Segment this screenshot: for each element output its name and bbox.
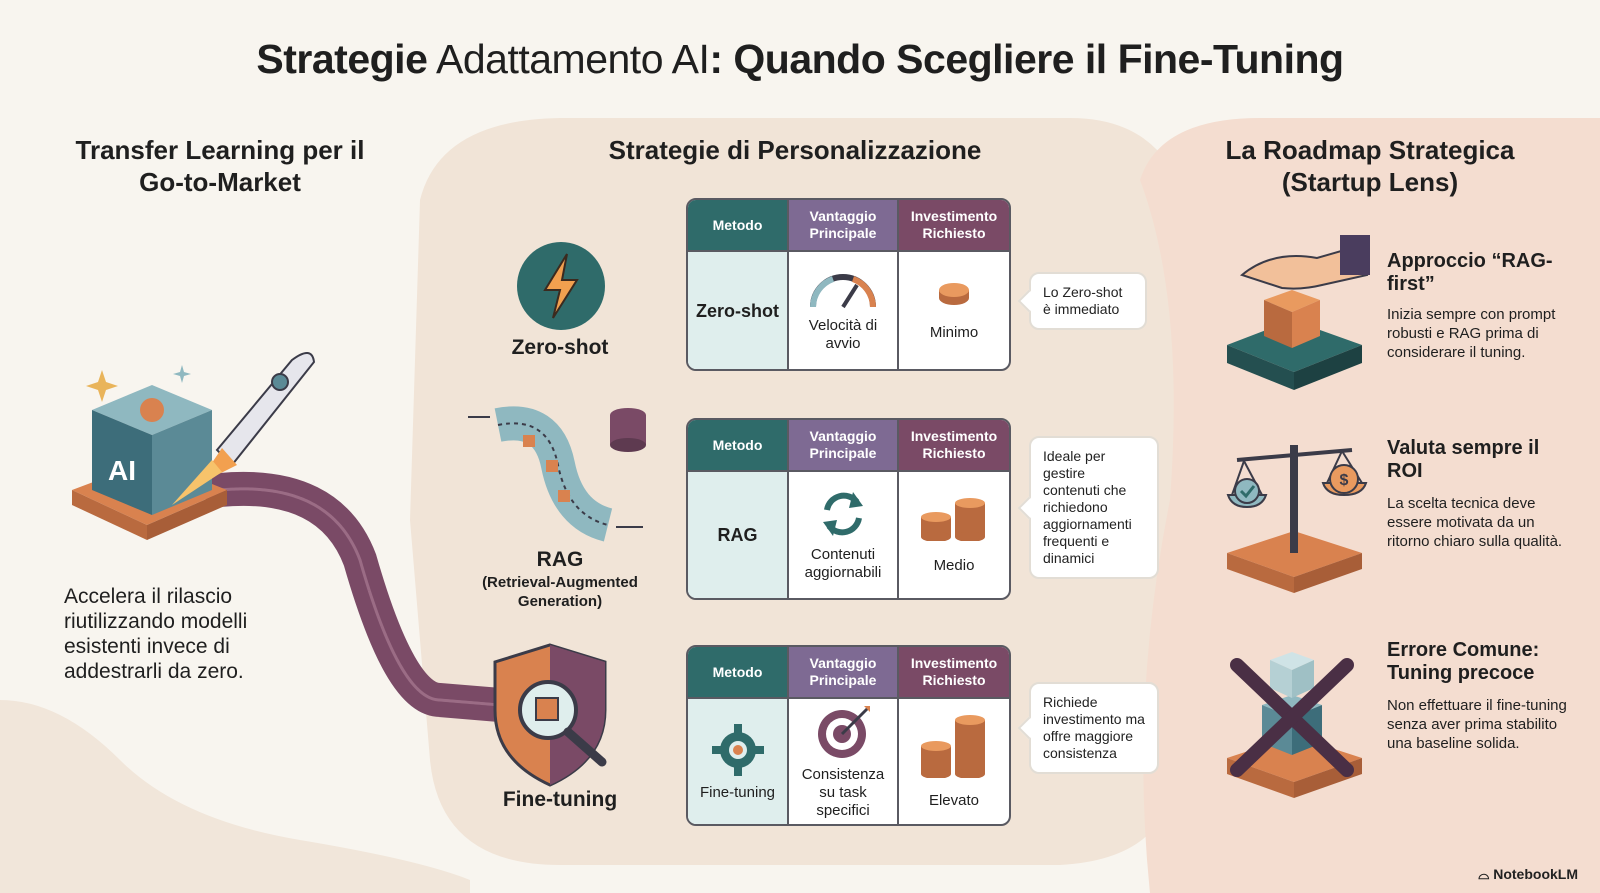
brand-logo: ⌓ NotebookLM: [1478, 866, 1578, 882]
method-cell: Fine-tuning: [688, 699, 789, 824]
header-method: Metodo: [688, 200, 789, 252]
note-rag: Ideale per gestire contenuti che richied…: [1029, 436, 1159, 579]
header-advantage: Vantaggio Principale: [789, 420, 899, 472]
method-cell: RAG: [688, 472, 789, 598]
gear-icon: [711, 723, 764, 776]
notebooklm-icon: ⌓: [1478, 866, 1494, 882]
advantage-cell: Consistenza su task specifici: [789, 699, 899, 824]
note-fine-tuning: Richiede investimento ma offre maggiore …: [1029, 682, 1159, 774]
rag-label: RAG: [536, 548, 584, 571]
rag-sublabel: (Retrieval-Augmented Generation): [482, 574, 638, 610]
scale-roi-illustration: $: [1226, 445, 1368, 593]
header-investment: Investimento Richiesto: [899, 420, 1009, 472]
hand-placing-block-illustration: [1227, 235, 1370, 390]
roadmap-item-3-body: Non effettuare il fine-tuning senza aver…: [1387, 697, 1567, 752]
investment-cell: Elevato: [899, 699, 1009, 824]
refresh-icon: [823, 492, 863, 536]
note-zero-shot: Lo Zero-shot è immediato: [1029, 272, 1147, 330]
svg-text:$: $: [1340, 472, 1349, 489]
lightning-icon: [517, 242, 605, 330]
method-cell: Zero-shot: [688, 252, 789, 369]
header-advantage: Vantaggio Principale: [789, 647, 899, 699]
fine-tuning-label: Fine-tuning: [502, 788, 618, 811]
header-method: Metodo: [688, 647, 789, 699]
advantage-cell: Contenuti aggiornabili: [789, 472, 899, 598]
center-column-heading: Strategie di Personalizzazione: [608, 135, 982, 165]
pipeline-database-icon: [468, 406, 646, 542]
investment-cell: Medio: [899, 472, 1009, 598]
left-column-heading: Transfer Learning per il Go-to-Market: [75, 135, 365, 197]
target-icon: [818, 705, 870, 758]
header-method: Metodo: [688, 420, 789, 472]
roadmap-item-1-body: Inizia sempre con prompt robusti e RAG p…: [1387, 306, 1556, 361]
crossed-out-block-illustration: [1227, 652, 1362, 798]
roadmap-item-2-body: La scelta tecnica deve essere motivata d…: [1387, 495, 1563, 550]
page-title: Strategie Adattamento AI: Quando Sceglie…: [256, 36, 1344, 82]
strategy-table-zero-shot: Metodo Vantaggio Principale Investimento…: [686, 198, 1011, 371]
ai-cube-rocket-illustration: AI: [72, 352, 316, 540]
header-investment: Investimento Richiesto: [899, 647, 1009, 699]
zero-shot-label: Zero-shot: [511, 336, 609, 359]
cube-ai-text: AI: [108, 455, 136, 486]
coin-stacks-icon: [921, 498, 985, 541]
roadmap-item-1-heading: Approccio “RAG-first”: [1387, 250, 1553, 295]
single-coin-icon: [939, 282, 969, 305]
strategy-table-rag: Metodo Vantaggio Principale Investimento…: [686, 418, 1011, 600]
shield-magnifier-icon: [493, 643, 607, 787]
header-investment: Investimento Richiesto: [899, 200, 1009, 252]
right-column-heading: La Roadmap Strategica (Startup Lens): [1225, 135, 1515, 197]
roadmap-item-3-heading: Errore Comune: Tuning precoce: [1387, 639, 1540, 684]
advantage-cell: Velocità di avvio: [789, 252, 899, 369]
left-description: Accelera il rilascio riutilizzando model…: [64, 585, 248, 683]
roadmap-item-2-heading: Valuta sempre il ROI: [1387, 437, 1540, 482]
investment-cell: Minimo: [899, 252, 1009, 369]
tall-coin-stacks-icon: [921, 714, 985, 778]
strategy-table-fine-tuning: Metodo Vantaggio Principale Investimento…: [686, 645, 1011, 826]
speedometer-icon: [810, 273, 876, 308]
header-advantage: Vantaggio Principale: [789, 200, 899, 252]
